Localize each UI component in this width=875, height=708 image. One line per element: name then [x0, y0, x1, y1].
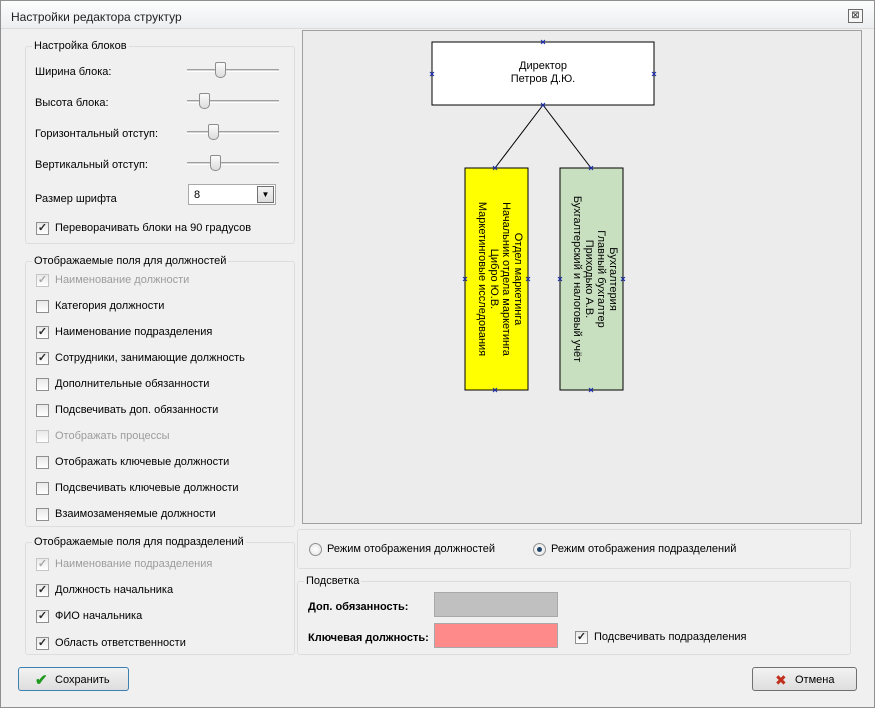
svg-text:Приходько А.В.: Приходько А.В. — [583, 240, 595, 318]
child-block-marketing-text: Отдел маркетинга Начальник отдела маркет… — [476, 202, 524, 357]
child-block-accounting[interactable] — [559, 167, 624, 391]
font-size-label: Размер шрифта — [35, 193, 117, 205]
window-title: Настройки редактора структур — [11, 10, 182, 24]
block-width-label: Ширина блока: — [35, 66, 112, 78]
key-position-label: Ключевая должность: — [308, 632, 429, 644]
position-fields-title: Отображаемые поля для должностей — [32, 255, 229, 267]
departments-mode-label[interactable]: Режим отображения подразделений — [551, 543, 737, 555]
highlight-departments-label: Подсвечивать подразделения — [594, 631, 747, 643]
svg-text:Маркетинговые исследования: Маркетинговые исследования — [476, 202, 488, 356]
position-fields-group: Отображаемые поля для должностей — [25, 255, 295, 527]
chevron-down-icon[interactable]: ▼ — [257, 186, 274, 203]
structure-preview[interactable]: Директор Петров Д.Ю. Отдел маркетинга На… — [302, 30, 862, 524]
highlight-title: Подсветка — [304, 575, 362, 587]
title-bar: Настройки редактора структур ⊠ — [1, 1, 874, 29]
department-fields-title: Отображаемые поля для подразделений — [32, 536, 246, 548]
highlight-group: Подсветка — [297, 575, 851, 655]
checkbox-box[interactable]: ✓ — [575, 631, 588, 644]
close-icon[interactable]: ⊠ — [848, 9, 863, 23]
slider-thumb[interactable] — [199, 93, 211, 109]
child-block-marketing[interactable] — [464, 167, 529, 391]
svg-text:Бухгалтерия: Бухгалтерия — [607, 247, 619, 311]
departments-mode-radio[interactable] — [533, 543, 546, 556]
horizontal-gap-slider[interactable] — [187, 124, 279, 140]
positions-mode-label[interactable]: Режим отображения должностей — [327, 543, 496, 555]
svg-text:Главный бухгалтер: Главный бухгалтер — [595, 230, 607, 327]
font-size-value: 8 — [194, 189, 201, 201]
checkbox-box[interactable]: ✓ — [36, 222, 49, 235]
extra-duty-color-swatch[interactable] — [434, 592, 558, 617]
org-chart-preview: Директор Петров Д.Ю. Отдел маркетинга На… — [429, 39, 657, 393]
svg-text:Бухгалтерский и налоговый учёт: Бухгалтерский и налоговый учёт — [571, 196, 583, 362]
svg-text:Отдел маркетинга: Отдел маркетинга — [512, 233, 524, 326]
block-settings-title: Настройка блоков — [32, 40, 129, 52]
checkmark-icon: ✔ — [35, 672, 48, 689]
vertical-gap-slider[interactable] — [187, 155, 279, 171]
slider-thumb[interactable] — [209, 155, 221, 171]
positions-mode-radio[interactable] — [309, 543, 322, 556]
cancel-button[interactable]: ✖ Отмена — [752, 667, 857, 691]
root-block-name: Петров Д.Ю. — [511, 73, 576, 85]
rotate-blocks-label: Переворачивать блоки на 90 градусов — [55, 222, 252, 234]
connector-line — [494, 104, 544, 169]
vertical-gap-label: Вертикальный отступ: — [35, 159, 148, 171]
root-block[interactable] — [431, 41, 655, 106]
block-height-label: Высота блока: — [35, 97, 109, 109]
extra-duty-label: Доп. обязанность: — [308, 601, 409, 613]
save-button-label: Сохранить — [55, 674, 110, 686]
key-position-color-swatch[interactable] — [434, 623, 558, 648]
block-height-slider[interactable] — [187, 93, 279, 109]
save-button[interactable]: ✔ Сохранить — [18, 667, 129, 691]
department-fields-group: Отображаемые поля для подразделений — [25, 536, 295, 655]
block-settings-group: Настройка блоков — [25, 40, 295, 244]
connection-handles[interactable] — [429, 39, 657, 393]
block-width-slider[interactable] — [187, 62, 279, 78]
child-block-accounting-text: Бухгалтерия Главный бухгалтер Приходько … — [571, 196, 619, 362]
horizontal-gap-label: Горизонтальный отступ: — [35, 128, 159, 140]
slider-thumb[interactable] — [215, 62, 227, 78]
cancel-button-label: Отмена — [795, 674, 835, 686]
connector-line — [542, 104, 592, 169]
view-mode-group — [297, 529, 851, 569]
close-icon: ✖ — [775, 672, 787, 688]
slider-thumb[interactable] — [207, 124, 219, 140]
svg-text:Цибро Ю.В.: Цибро Ю.В. — [488, 249, 500, 309]
font-size-select[interactable]: 8 ▼ — [188, 184, 276, 205]
svg-text:Начальник отдела маркетинга: Начальник отдела маркетинга — [500, 202, 512, 357]
root-block-title: Директор — [519, 60, 567, 72]
radio-dot — [537, 547, 542, 552]
